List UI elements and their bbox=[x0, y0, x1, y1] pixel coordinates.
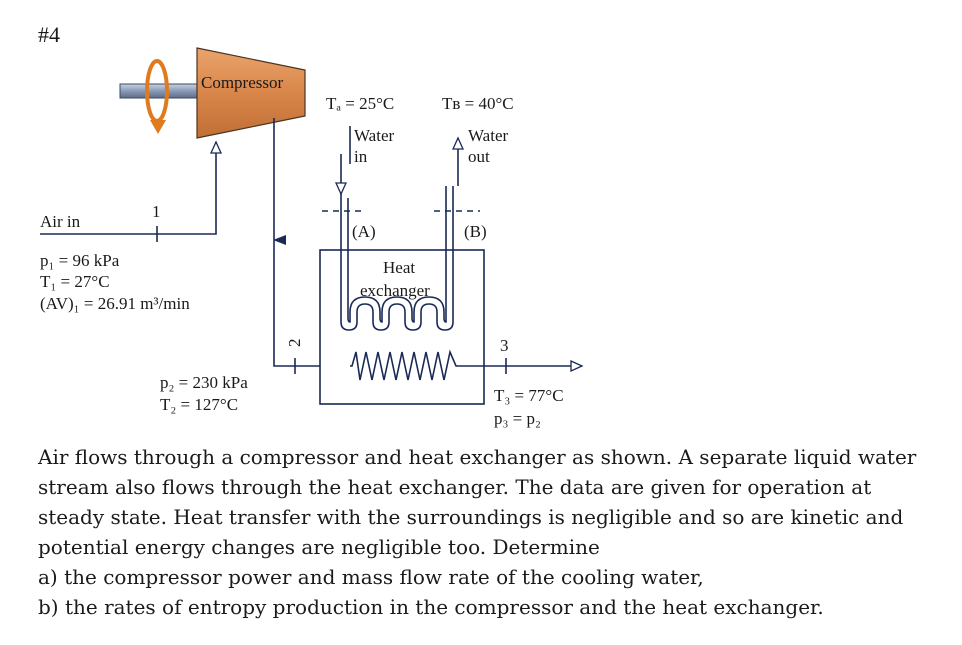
problem-part-b: b) the rates of entropy production in th… bbox=[38, 595, 824, 619]
state1-temperature: T₁ = 27°C bbox=[40, 272, 110, 291]
state2-number: 2 bbox=[285, 339, 304, 348]
state1-pressure: p₁ = 96 kPa bbox=[40, 251, 120, 270]
compressor: Compressor bbox=[196, 47, 306, 139]
state3-number: 3 bbox=[500, 336, 509, 355]
problem-part-a: a) the compressor power and mass flow ra… bbox=[38, 565, 704, 589]
heat-exchanger-label-2: exchanger bbox=[360, 281, 430, 300]
state3-temperature: T₃ = 77°C bbox=[494, 386, 564, 405]
compressor-label: Compressor bbox=[201, 73, 284, 92]
state2-pressure: p₂ = 230 kPa bbox=[160, 373, 248, 392]
problem-paragraph: Air flows through a compressor and heat … bbox=[38, 445, 917, 559]
state2-temperature: T₂ = 127°C bbox=[160, 395, 238, 414]
rotation-arrow-icon bbox=[145, 59, 169, 134]
system-diagram: #4 Compressor 1 Air in p₁ = 96 kPa T₁ = … bbox=[38, 22, 584, 428]
water-out-label-2: out bbox=[468, 147, 490, 166]
water-in-temperature: Tₐ = 25°C bbox=[326, 94, 394, 113]
water-in-label-1: Water bbox=[354, 126, 394, 145]
air-in-label: Air in bbox=[40, 212, 81, 231]
water-in-label-2: in bbox=[354, 147, 368, 166]
heat-exchanger bbox=[319, 249, 485, 405]
water-coil bbox=[340, 186, 454, 331]
air-inlet-line bbox=[40, 140, 223, 235]
water-out-label-1: Water bbox=[468, 126, 508, 145]
problem-statement: Air flows through a compressor and heat … bbox=[38, 442, 918, 622]
point-B-label: (B) bbox=[464, 222, 487, 241]
water-out-temperature: Tʙ = 40°C bbox=[442, 94, 514, 113]
heat-exchanger-label-1: Heat bbox=[383, 258, 415, 277]
state1-number: 1 bbox=[152, 202, 161, 221]
air-coil bbox=[350, 349, 472, 381]
point-A-label: (A) bbox=[352, 222, 376, 241]
shaft bbox=[119, 83, 203, 99]
problem-number: #4 bbox=[38, 22, 60, 47]
state3-pressure: p₃ = p₂ bbox=[494, 409, 541, 428]
state1-volumetric-flow: (AV)₁ = 26.91 m³/min bbox=[40, 294, 190, 313]
